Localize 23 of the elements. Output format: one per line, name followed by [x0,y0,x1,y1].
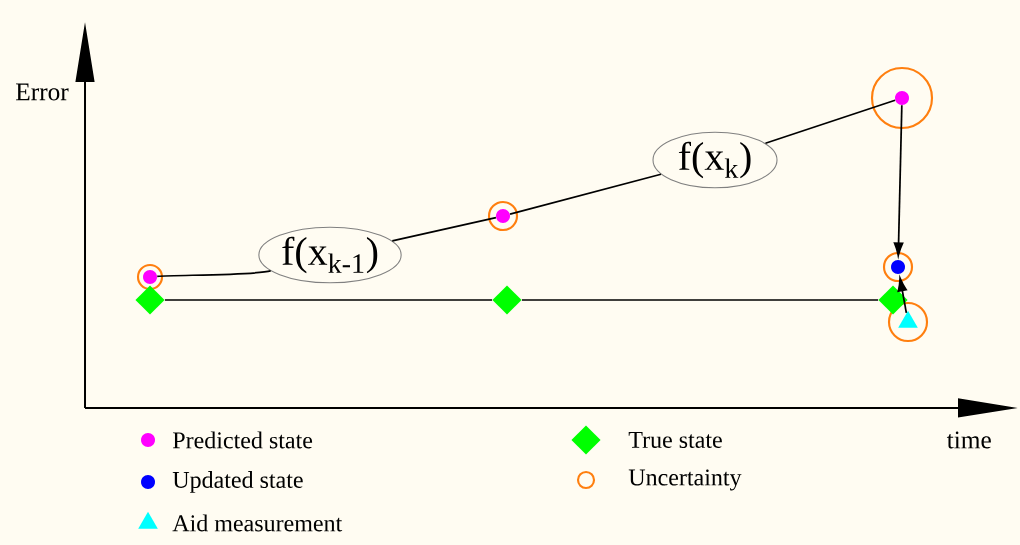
legend-text: Updated state [172,471,303,493]
connector-line [764,99,896,145]
legend-text: Aid measurement [172,514,343,532]
connector-line [156,270,272,278]
connector-line [521,299,879,301]
legend-text: True state [628,432,722,448]
connector-line [164,299,493,301]
predicted-state-dot [143,270,157,284]
true-state-diamond [878,285,908,315]
true-state-diamond [135,285,165,315]
predicted-state-dot [496,209,510,223]
true-state-diamond [492,285,522,315]
connector-line [391,216,497,242]
axis-label: time [946,431,991,449]
legend-text: Predicted state [172,431,313,449]
arrow [897,277,908,314]
axis-label: Error [16,83,69,101]
legend-text: Uncertainty [628,469,742,491]
updated-state-dot [891,260,905,274]
arrow [893,104,904,257]
connector-line [509,173,662,215]
predicted-state-dot [895,91,909,105]
measurement-triangle [898,310,918,328]
